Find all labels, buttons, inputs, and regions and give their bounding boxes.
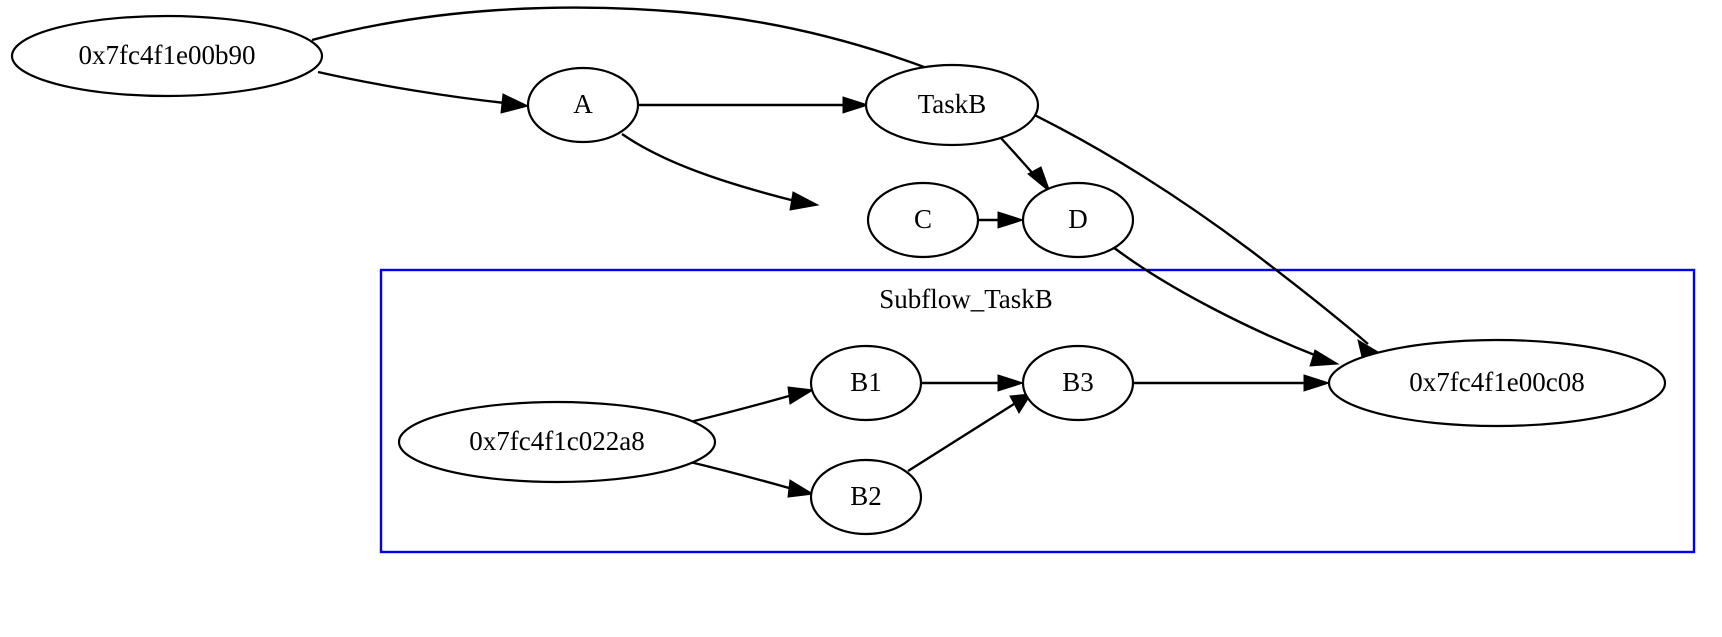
arrowhead-icon (787, 386, 815, 405)
edge-root-to-a[interactable] (317, 70, 530, 114)
node-0x7fc4f1e00b90[interactable]: 0x7fc4f1e00b90 (10, 14, 324, 98)
cluster-subflow-taskb[interactable]: Subflow_TaskB (379, 268, 1696, 554)
node-b1[interactable]: B1 (809, 344, 923, 422)
edge-a-to-taskb[interactable] (639, 96, 870, 114)
edge-b1-to-b3[interactable] (922, 374, 1025, 392)
node-a[interactable]: A (526, 66, 640, 144)
arrowhead-icon (997, 211, 1025, 229)
arrowhead-icon (500, 93, 530, 114)
node-ellipse (809, 344, 923, 422)
node-label: C (914, 204, 932, 234)
edge-c-to-d[interactable] (979, 211, 1025, 229)
edge-line (311, 6, 1369, 345)
node-ellipse (526, 66, 640, 144)
node-label: 0x7fc4f1e00c08 (1409, 367, 1584, 397)
arrowhead-icon (1303, 374, 1331, 392)
node-0x7fc4f1e00c08[interactable]: 0x7fc4f1e00c08 (1327, 338, 1667, 428)
node-b3[interactable]: B3 (1021, 344, 1135, 422)
edge-taskb-to-d[interactable] (999, 136, 1052, 194)
arrowhead-icon (787, 479, 815, 498)
arrowhead-icon (1027, 166, 1052, 194)
arrowhead-icon (1009, 393, 1032, 414)
edge-b2-to-b3[interactable] (907, 393, 1032, 473)
node-label: 0x7fc4f1e00b90 (79, 40, 256, 70)
node-ellipse (1327, 338, 1667, 428)
edge-line (907, 402, 1015, 473)
arrowhead-icon (997, 374, 1025, 392)
node-label: D (1068, 204, 1088, 234)
node-label: TaskB (918, 89, 987, 119)
cluster-border-rect (379, 268, 1696, 554)
node-label: A (573, 89, 593, 119)
node-ellipse (864, 63, 1040, 147)
node-ellipse (10, 14, 324, 98)
edge-line (317, 70, 506, 105)
cluster-label-subflow-taskb: Subflow_TaskB (879, 284, 1053, 314)
edge-line (999, 136, 1036, 177)
node-taskb[interactable]: TaskB (864, 63, 1040, 147)
edge-line (689, 394, 790, 424)
edge-root-to-leaf[interactable] (311, 6, 1385, 362)
node-ellipse (866, 181, 980, 259)
node-ellipse (1021, 181, 1135, 259)
node-c[interactable]: C (866, 181, 980, 259)
node-ellipse (809, 458, 923, 536)
edge-b3-to-leaf[interactable] (1134, 374, 1331, 392)
node-d[interactable]: D (1021, 181, 1135, 259)
arrowhead-icon (842, 96, 870, 114)
edge-line (689, 460, 790, 490)
edge-d-to-leaf[interactable] (1112, 246, 1340, 367)
node-label: B3 (1062, 367, 1094, 397)
edge-line (621, 133, 796, 203)
edge-a-to-c[interactable] (621, 133, 820, 211)
arrowhead-icon (1309, 349, 1340, 367)
node-label: 0x7fc4f1c022a8 (469, 426, 644, 456)
arrowhead-icon (789, 191, 820, 211)
node-label: B2 (850, 481, 882, 511)
edge-subroot-to-b1[interactable] (689, 386, 815, 424)
node-ellipse (397, 400, 717, 484)
node-0x7fc4f1c022a8[interactable]: 0x7fc4f1c022a8 (397, 400, 717, 484)
node-b2[interactable]: B2 (809, 458, 923, 536)
node-ellipse (1021, 344, 1135, 422)
edge-subroot-to-b2[interactable] (689, 460, 815, 498)
edge-line (1112, 246, 1323, 360)
node-label: B1 (850, 367, 882, 397)
